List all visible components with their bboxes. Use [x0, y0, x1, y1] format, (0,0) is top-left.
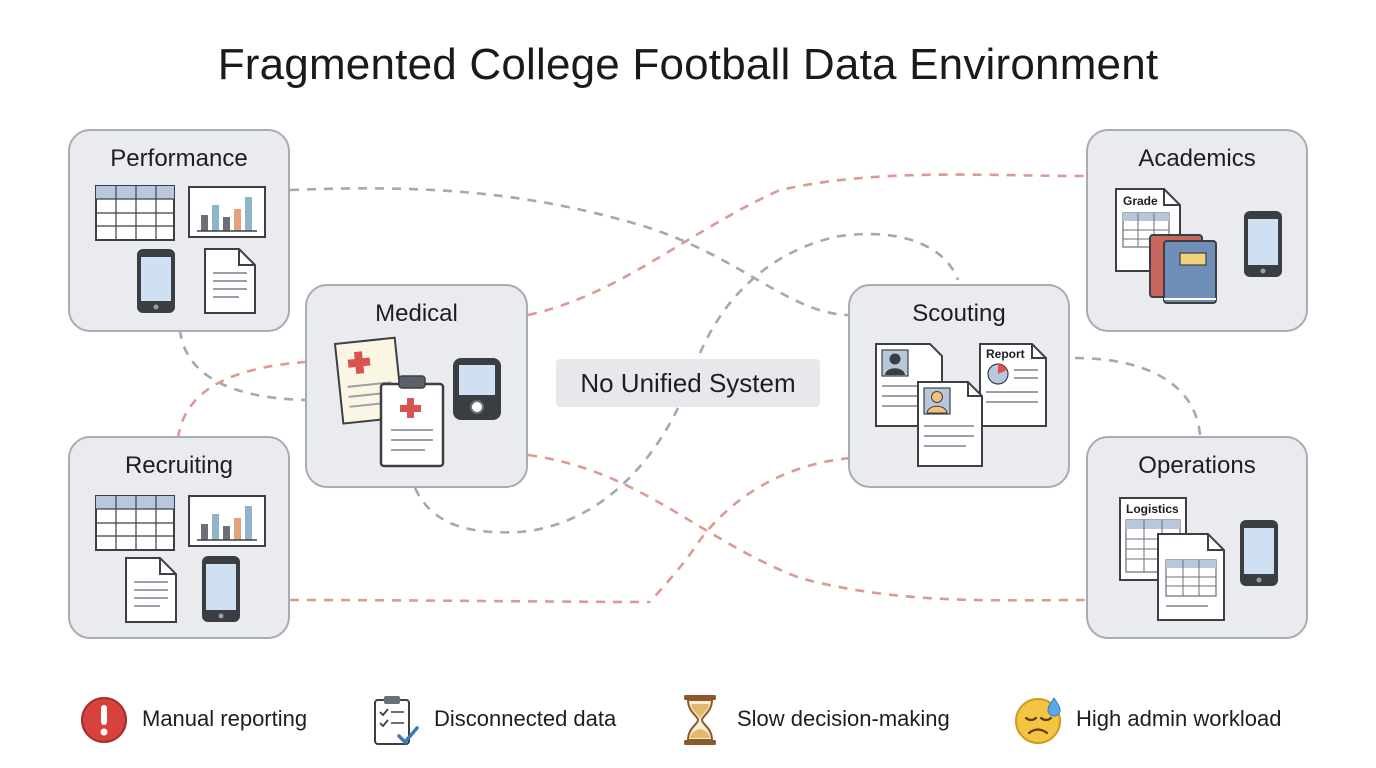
warning-icon: [81, 697, 127, 743]
link-performance-scouting: [289, 187, 851, 317]
link-medical-academics: [527, 173, 1086, 317]
operations-box: Operations Logistics: [1086, 436, 1308, 639]
hourglass-icon: [684, 695, 716, 745]
link-scouting-operations: [1074, 356, 1202, 436]
grade-tag: Grade: [1123, 194, 1158, 208]
player-profile-icon: [917, 381, 983, 467]
legend-high-admin-workload: High admin workload: [1014, 694, 1314, 746]
legend-label: High admin workload: [1076, 706, 1282, 731]
medical-label: Medical: [375, 300, 458, 327]
books-icon: [1149, 234, 1217, 304]
medical-box: Medical: [305, 284, 528, 488]
logistics-tag: Logistics: [1126, 502, 1179, 516]
link-recruiting-medical: [176, 360, 306, 439]
schedule-document-icon: [1157, 533, 1225, 621]
document-icon: [204, 248, 256, 314]
link-medical-operations: [527, 453, 1086, 602]
legend-disconnected-data: Disconnected data: [372, 694, 652, 746]
phone-icon: [1244, 211, 1282, 277]
no-unified-system-label: No Unified System: [556, 359, 820, 407]
scout-report-icon: Report: [979, 343, 1047, 427]
performance-icons: [95, 185, 266, 314]
scouting-box: Scouting Report: [848, 284, 1070, 488]
clipboard-check-icon: [374, 696, 419, 745]
operations-label: Operations: [1138, 452, 1256, 479]
operations-icons: Logistics: [1119, 497, 1278, 621]
handheld-device-icon: [453, 358, 501, 420]
report-tag: Report: [986, 347, 1025, 361]
medical-icons: [333, 336, 501, 468]
academics-box: Academics Grade: [1086, 129, 1308, 332]
spreadsheet-icon: [95, 495, 175, 551]
phone-icon: [137, 249, 175, 313]
performance-box: Performance: [68, 129, 290, 332]
legend-manual-reporting: Manual reporting: [80, 694, 340, 746]
scouting-label: Scouting: [912, 300, 1006, 327]
academics-icons: Grade: [1115, 188, 1282, 304]
recruiting-label: Recruiting: [124, 452, 234, 479]
bar-chart-icon: [188, 186, 266, 238]
stressed-face-icon: [1015, 697, 1061, 744]
scouting-icons: Report: [875, 343, 1047, 467]
recruiting-icons: [95, 495, 266, 623]
bar-chart-icon: [188, 495, 266, 547]
link-scouting-center: [649, 456, 851, 603]
recruiting-box: Recruiting: [68, 436, 290, 639]
spreadsheet-icon: [95, 185, 175, 241]
link-recruiting-operations: [289, 598, 651, 604]
legend-label: Slow decision-making: [737, 706, 950, 731]
phone-icon: [202, 556, 240, 622]
phone-icon: [1240, 520, 1278, 586]
clipboard-medical-icon: [379, 375, 445, 468]
performance-label: Performance: [110, 145, 248, 172]
document-icon: [125, 557, 177, 623]
legend-slow-decision-making: Slow decision-making: [680, 694, 980, 746]
academics-label: Academics: [1138, 145, 1256, 172]
legend-label: Manual reporting: [142, 706, 308, 731]
legend-label: Disconnected data: [434, 706, 617, 731]
page-title: Fragmented College Football Data Environ…: [217, 40, 1159, 89]
